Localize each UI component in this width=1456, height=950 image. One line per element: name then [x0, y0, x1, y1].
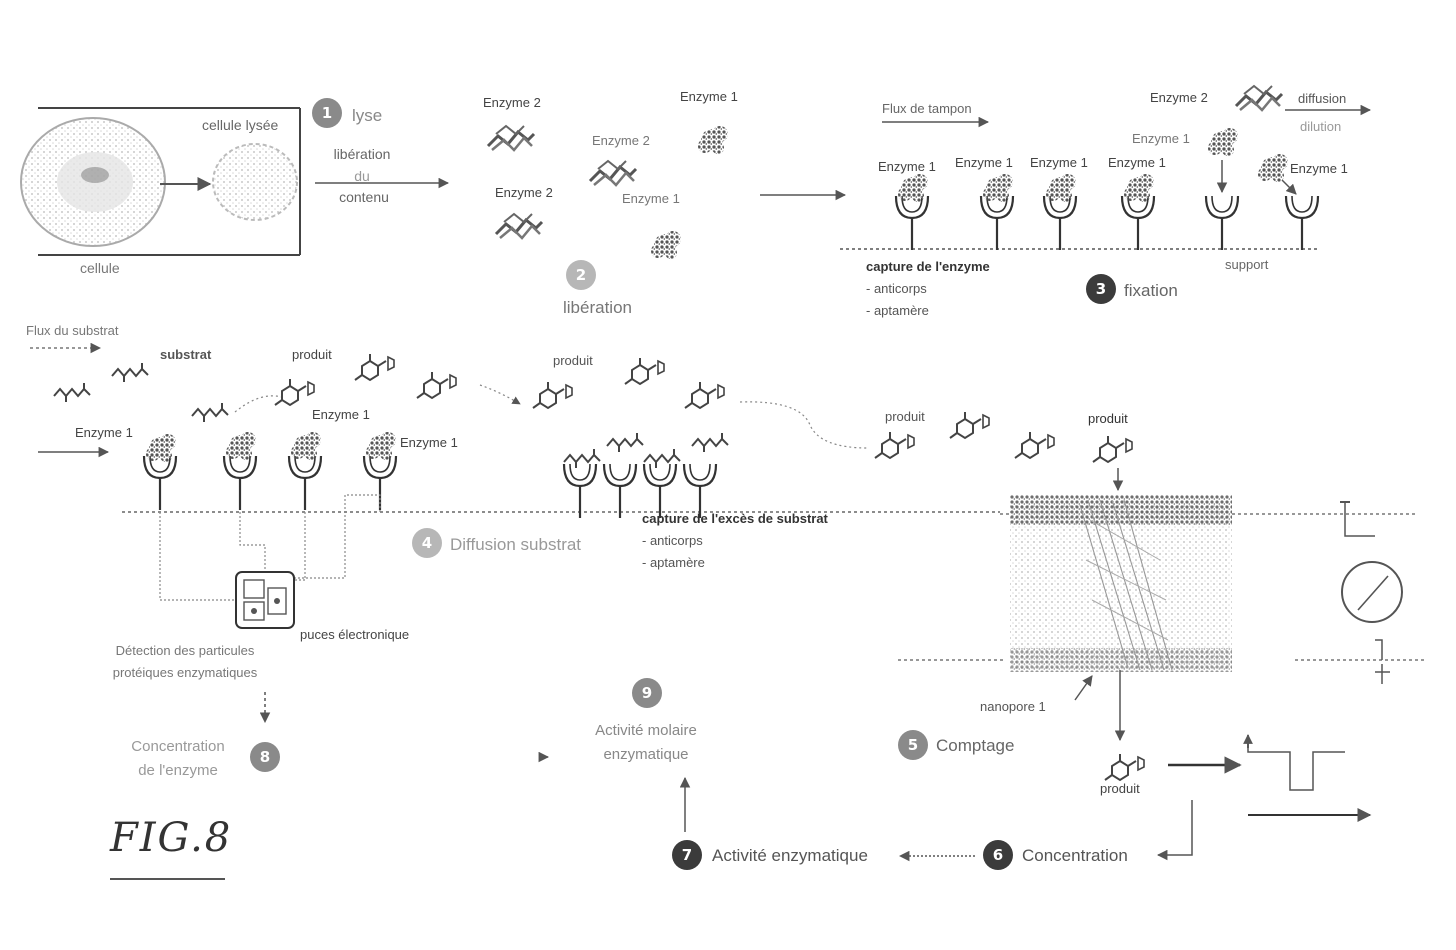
step-8-label-line1: Concentration [131, 738, 225, 755]
product-label-b: produit [553, 353, 593, 368]
nanopore-channel [1079, 499, 1173, 671]
figure-caption: FIG.8 [110, 815, 233, 861]
enzyme1-substrate-label-mid: Enzyme 1 [312, 407, 370, 422]
step-7-badge: 7 [672, 840, 702, 870]
enzyme1-bound-label-a: Enzyme 1 [878, 159, 936, 174]
step-6-badge: 6 [983, 840, 1013, 870]
enzyme2-label-a: Enzyme 2 [483, 95, 541, 110]
step-7-label: Activité enzymatique [712, 846, 868, 865]
enzyme2-label-c: Enzyme 2 [495, 185, 553, 200]
ammeter [1341, 561, 1403, 623]
enzyme1-substrate-label-left: Enzyme 1 [75, 425, 133, 440]
enzyme1-bound-label-e: Enzyme 1 [1290, 161, 1348, 176]
result-flow [538, 751, 1193, 862]
release-label-line3: contenu [339, 189, 389, 205]
product-label-c: produit [885, 409, 925, 424]
enzyme1-substrate-label-right: Enzyme 1 [400, 435, 458, 450]
cell-label: cellule [80, 260, 120, 276]
enzyme-capture-aptamer: - aptamère [866, 303, 929, 318]
step-3-badge: 3 [1086, 274, 1116, 304]
product-label-a: produit [292, 347, 332, 362]
enzyme2-label-b: Enzyme 2 [592, 133, 650, 148]
step-9-badge: 9 [632, 678, 662, 708]
release-label-line2: du [354, 168, 370, 184]
enzyme1-label-b: Enzyme 1 [622, 191, 680, 206]
support-label: support [1225, 257, 1269, 272]
step-1-label: lyse [352, 106, 383, 125]
nanopore-label: nanopore 1 [980, 699, 1046, 714]
step-8-label-line2: de l'enzyme [138, 762, 218, 779]
substrate-label: substrat [160, 347, 212, 362]
buffer-flow-label: Flux de tampon [882, 101, 972, 116]
fixation-panel [840, 84, 1372, 252]
step-5-label: Comptage [936, 736, 1015, 755]
diffusion-label: diffusion [1298, 91, 1347, 106]
enzyme1-free-label: Enzyme 1 [1132, 131, 1190, 146]
detection-label-line2: protéiques enzymatiques [112, 665, 258, 680]
release-label-line1: libération [333, 146, 391, 162]
lysed-cell [212, 143, 298, 221]
enzyme1-bound-label-c: Enzyme 1 [1030, 155, 1088, 170]
enzyme1-label-a: Enzyme 1 [680, 89, 738, 104]
product-label-d: produit [1088, 411, 1128, 426]
caption-underline [110, 878, 225, 880]
released-enzymes [486, 124, 847, 259]
step-2-label: libération [563, 298, 632, 317]
step-8-badge: 8 [250, 742, 280, 772]
step-5-badge: 5 [898, 730, 928, 760]
enzyme-capture-title: capture de l'enzyme [866, 259, 990, 274]
electronic-chip-label: puces électronique [300, 627, 410, 642]
substrate-flow-label: Flux du substrat [26, 323, 119, 338]
step-2-badge: 2 [566, 260, 596, 290]
lysed-cell-label: cellule lysée [202, 117, 279, 133]
step-3-label: fixation [1124, 281, 1178, 300]
step-4-label: Diffusion substrat [450, 535, 582, 554]
current-trace [1247, 735, 1345, 791]
enzyme2-diffusing-label: Enzyme 2 [1150, 90, 1208, 105]
enzyme-capture-antibody: - anticorps [866, 281, 927, 296]
excess-capture-title: capture de l'excès de substrat [642, 511, 828, 526]
electronic-chip [235, 571, 295, 629]
enzyme1-bound-label-d: Enzyme 1 [1108, 155, 1166, 170]
detection-label-line1: Détection des particules [115, 643, 255, 658]
excess-capture-aptamer: - aptamère [642, 555, 705, 570]
step-9-label-line1: Activité molaire [595, 722, 697, 739]
enzyme1-bound-label-b: Enzyme 1 [955, 155, 1013, 170]
product-out-label: produit [1100, 781, 1140, 796]
substrate-panel [30, 342, 1133, 724]
step-4-badge: 4 [412, 528, 442, 558]
step-6-label: Concentration [1022, 846, 1128, 865]
cell-panel [20, 107, 450, 256]
step-1-badge: 1 [312, 98, 342, 128]
step-9-label-line2: enzymatique [603, 746, 689, 763]
dilution-label: dilution [1300, 119, 1342, 134]
excess-capture-antibody: - anticorps [642, 533, 703, 548]
nanopore-panel [898, 495, 1425, 822]
